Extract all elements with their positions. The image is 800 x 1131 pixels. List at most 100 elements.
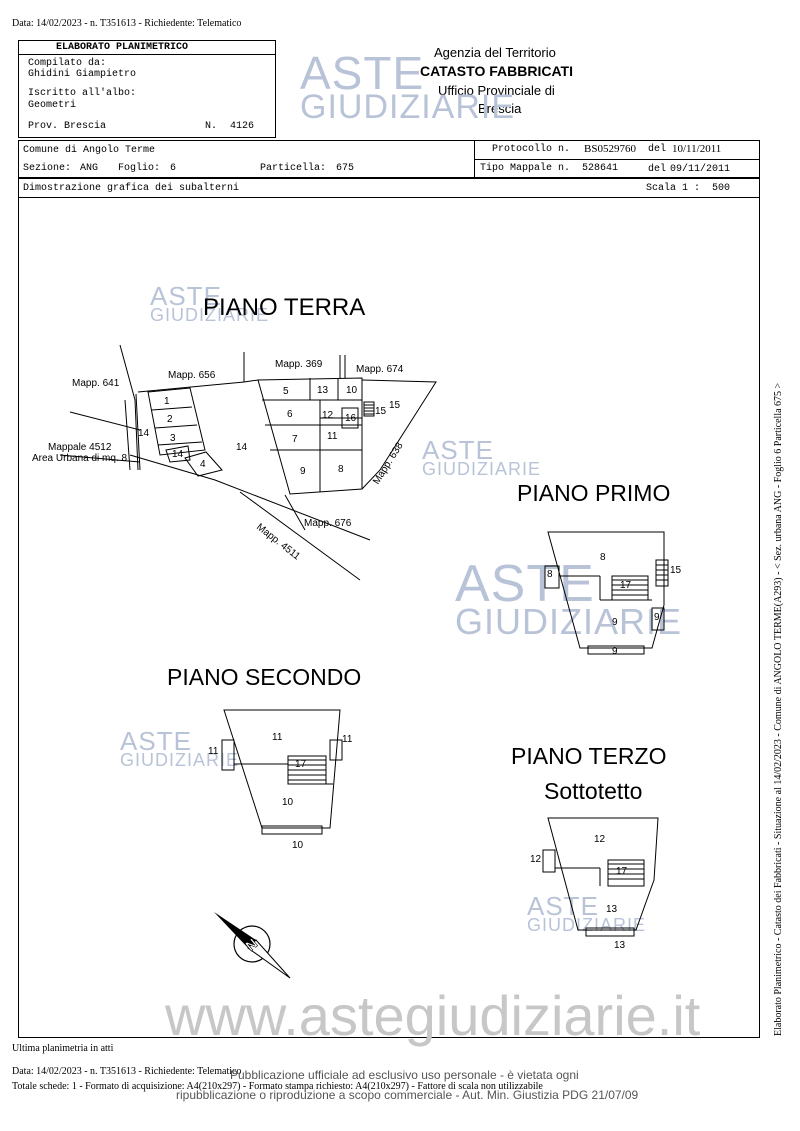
header-row-3 <box>18 178 760 198</box>
primo-sub-9c: 9 <box>612 646 618 657</box>
terzo-sub-17: 17 <box>616 866 628 877</box>
secondo-sub-17: 17 <box>295 759 307 770</box>
protocollo-label: Protocollo n. <box>492 144 571 155</box>
watermark-secondo: ASTE GIUDIZIARIE <box>120 726 240 770</box>
terra-sub-10: 10 <box>346 385 358 396</box>
terra-label-m4511: Mapp. 4511 <box>254 522 302 563</box>
floor-title-primo: PIANO PRIMO <box>517 480 671 506</box>
footer-line-1: Data: 14/02/2023 - n. T351613 - Richiede… <box>12 1066 242 1077</box>
terra-label-m674: Mapp. 674 <box>356 364 404 375</box>
agency-line-3: Ufficio Provinciale di <box>438 83 555 98</box>
primo-sub-17: 17 <box>620 580 632 591</box>
secondo-sub-11a: 11 <box>272 732 283 743</box>
header-title-box <box>18 40 276 55</box>
secondo-sub-10a: 10 <box>282 797 294 808</box>
terra-sub-1: 1 <box>164 396 170 407</box>
terra-sub-4: 4 <box>200 459 206 470</box>
comune: Comune di Angolo Terme <box>23 145 156 156</box>
terzo-sub-13a: 13 <box>606 904 618 915</box>
terra-sub-14b: 14 <box>172 449 184 460</box>
north-arrow-icon: N <box>214 912 291 979</box>
terra-sub-12: 12 <box>322 410 334 421</box>
terra-left-strip <box>147 387 206 456</box>
protocollo-value: BS0529760 <box>584 143 636 155</box>
terra-label-m656: Mapp. 656 <box>168 370 216 381</box>
scala-label: Scala 1 : <box>646 183 701 194</box>
watermark-header: ASTE GIUDIZIARIE <box>300 47 516 126</box>
floor-title-terra: PIANO TERRA <box>203 294 366 321</box>
footer-line-2: Totale schede: 1 - Formato di acquisizio… <box>12 1081 543 1092</box>
ultima-planimetria: Ultima planimetria in atti <box>12 1043 114 1054</box>
tipo-mappale-value: 528641 <box>582 163 619 174</box>
side-vertical-text: Elaborato Planimetrico - Catasto dei Fab… <box>773 382 784 1036</box>
terra-sub-9: 9 <box>300 466 306 477</box>
watermark-terra: ASTE GIUDIZIARIE <box>150 281 270 325</box>
terra-label-m638: Mapp. 638 <box>371 440 406 486</box>
secondo-building <box>223 709 341 829</box>
tipo-mappale-label: Tipo Mappale n. <box>480 163 571 174</box>
terra-sub-6: 6 <box>287 409 293 420</box>
primo-sub-8a: 8 <box>600 552 606 563</box>
protocollo-del: del <box>648 144 667 155</box>
floor-title-secondo: PIANO SECONDO <box>167 664 362 690</box>
terra-sub-7: 7 <box>292 434 298 445</box>
terra-label-m641: Mapp. 641 <box>72 378 120 389</box>
province: Prov. Brescia <box>28 121 107 132</box>
terra-label-m369: Mapp. 369 <box>275 359 323 370</box>
terzo-sub-12b: 12 <box>530 854 542 865</box>
primo-sub-15: 15 <box>670 565 682 576</box>
number-label: N. <box>205 121 218 132</box>
terra-label-area-urbana: Area Urbana di mq. 8 <box>32 453 127 464</box>
terra-sub-16: 16 <box>345 413 357 424</box>
sezione-value: ANG <box>80 163 99 174</box>
terra-sub-3: 3 <box>170 433 176 444</box>
watermark-terzo: ASTE GIUDIZIARIE <box>527 891 647 935</box>
agency-line-1: Agenzia del Territorio <box>434 45 556 60</box>
terra-sub-8: 8 <box>338 464 344 475</box>
terra-sub-14c: 14 <box>236 442 248 453</box>
sezione-label: Sezione: <box>23 163 72 174</box>
terzo-sub-13b: 13 <box>614 940 626 951</box>
drawing-frame <box>18 198 760 1038</box>
particella-value: 675 <box>336 163 355 174</box>
floor-title-sottotetto: Sottotetto <box>544 778 643 804</box>
terra-label-m676: Mapp. 676 <box>304 518 352 529</box>
primo-sub-9a: 9 <box>612 617 618 628</box>
top-info-line: Data: 14/02/2023 - n. T351613 - Richiede… <box>12 18 242 29</box>
primo-sub-8b: 8 <box>547 569 553 580</box>
secondo-sub-11c: 11 <box>342 734 353 745</box>
tipo-mappale-date: 09/11/2011 <box>670 164 731 175</box>
primo-building <box>547 531 665 649</box>
terzo-sub-12a: 12 <box>594 834 606 845</box>
compiled-name: Ghidini Giampietro <box>28 69 137 80</box>
doc-title: ELABORATO PLANIMETRICO <box>56 42 189 53</box>
watermark-site: www.astegiudiziarie.it <box>165 984 701 1047</box>
dimostrazione-grafica: Dimostrazione grafica dei subalterni <box>23 183 240 194</box>
secondo-sub-11b: 11 <box>208 746 219 757</box>
floor-title-terzo: PIANO TERZO <box>511 743 667 769</box>
agency-line-2: CATASTO FABBRICATI <box>420 63 573 79</box>
number-value: 4126 <box>230 121 255 132</box>
footer-overlay-2: ripubblicazione o riproduzione a scopo c… <box>176 1088 639 1102</box>
particella-label: Particella: <box>260 163 327 174</box>
foglio-label: Foglio: <box>118 163 161 174</box>
terra-sub-15b: 15 <box>389 400 401 411</box>
compiled-label: Compilato da: <box>28 58 107 69</box>
terra-sub-5: 5 <box>283 386 289 397</box>
secondo-sub-10b: 10 <box>292 840 304 851</box>
terra-sub-15a: 15 <box>375 406 387 417</box>
footer-overlay-1: Pubblicazione ufficiale ad esclusivo uso… <box>230 1068 579 1082</box>
terzo-building <box>547 817 659 931</box>
protocollo-date: 10/11/2011 <box>672 143 722 155</box>
albo-label: Iscritto all'albo: <box>28 88 137 99</box>
terra-sub-11: 11 <box>327 431 338 442</box>
watermark-mid: ASTE GIUDIZIARIE <box>422 435 542 479</box>
albo-value: Geometri <box>28 100 77 111</box>
foglio-value: 6 <box>170 163 177 174</box>
terra-sub-13: 13 <box>317 385 329 396</box>
primo-sub-9b: 9 <box>654 612 660 623</box>
tipo-mappale-del: del <box>648 164 667 175</box>
watermark-primo: ASTE GIUDIZIARIE <box>455 555 683 642</box>
terra-label-m4512: Mappale 4512 <box>48 442 112 453</box>
